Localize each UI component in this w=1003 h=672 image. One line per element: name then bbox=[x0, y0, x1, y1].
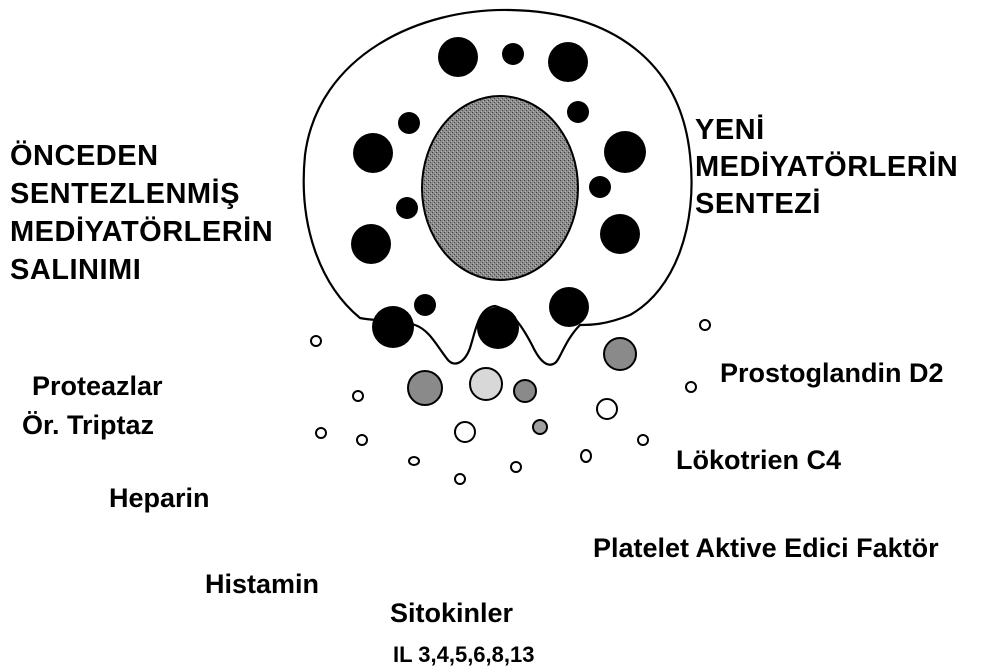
granule-small bbox=[511, 462, 521, 472]
new-mediators-label-line1: YENİ bbox=[695, 116, 765, 145]
granule-open bbox=[597, 399, 617, 419]
granule-light bbox=[470, 368, 502, 400]
granule-shaded bbox=[604, 338, 636, 370]
new-mediators-label-line2: MEDİYATÖRLERİN bbox=[695, 153, 958, 182]
granule-small bbox=[316, 428, 326, 438]
granule bbox=[502, 43, 524, 65]
granule bbox=[589, 176, 611, 198]
granule bbox=[398, 112, 420, 134]
granule bbox=[353, 133, 393, 173]
released-mediators-label-line2: SENTEZLENMİŞ bbox=[10, 180, 240, 209]
prostaglandin-label: Prostoglandin D2 bbox=[720, 360, 944, 387]
granule-shaded bbox=[408, 371, 442, 405]
granule-shaded bbox=[533, 420, 547, 434]
granule bbox=[438, 37, 478, 77]
interleukins-label: IL 3,4,5,6,8,13 bbox=[393, 644, 534, 666]
histamine-label: Histamin bbox=[205, 571, 319, 598]
granule-small bbox=[455, 474, 465, 484]
granule-small bbox=[409, 457, 419, 465]
granule bbox=[548, 42, 588, 82]
released-mediators-label-line3: MEDİYATÖRLERİN bbox=[10, 218, 273, 247]
granule-small bbox=[700, 320, 710, 330]
granule-open bbox=[455, 422, 475, 442]
nucleus bbox=[422, 96, 578, 280]
granule bbox=[600, 214, 640, 254]
granule bbox=[604, 131, 646, 173]
cytokines-label: Sitokinler bbox=[390, 600, 513, 627]
granule bbox=[477, 307, 519, 349]
granule-small bbox=[311, 336, 321, 346]
granule bbox=[414, 294, 436, 316]
released-mediators-label-line1: ÖNCEDEN bbox=[10, 142, 159, 171]
granule-shaded bbox=[514, 380, 536, 402]
granule bbox=[396, 197, 418, 219]
new-mediators-label-line3: SENTEZİ bbox=[695, 190, 821, 219]
leukotriene-label: Lökotrien C4 bbox=[676, 447, 841, 474]
granule bbox=[372, 306, 414, 348]
granule-small bbox=[581, 450, 591, 462]
heparin-label: Heparin bbox=[109, 485, 210, 512]
granule bbox=[567, 101, 589, 123]
granule-small bbox=[353, 391, 363, 401]
proteases-label: Proteazlar bbox=[32, 373, 163, 400]
paf-label: Platelet Aktive Edici Faktör bbox=[593, 535, 939, 562]
granule-small bbox=[357, 435, 367, 445]
granule bbox=[549, 287, 589, 327]
granule-small bbox=[638, 435, 648, 445]
granule-small bbox=[686, 382, 696, 392]
released-mediators-label-line4: SALINIMI bbox=[10, 256, 141, 285]
granule bbox=[351, 224, 391, 264]
tryptase-label: Ör. Triptaz bbox=[22, 412, 154, 439]
